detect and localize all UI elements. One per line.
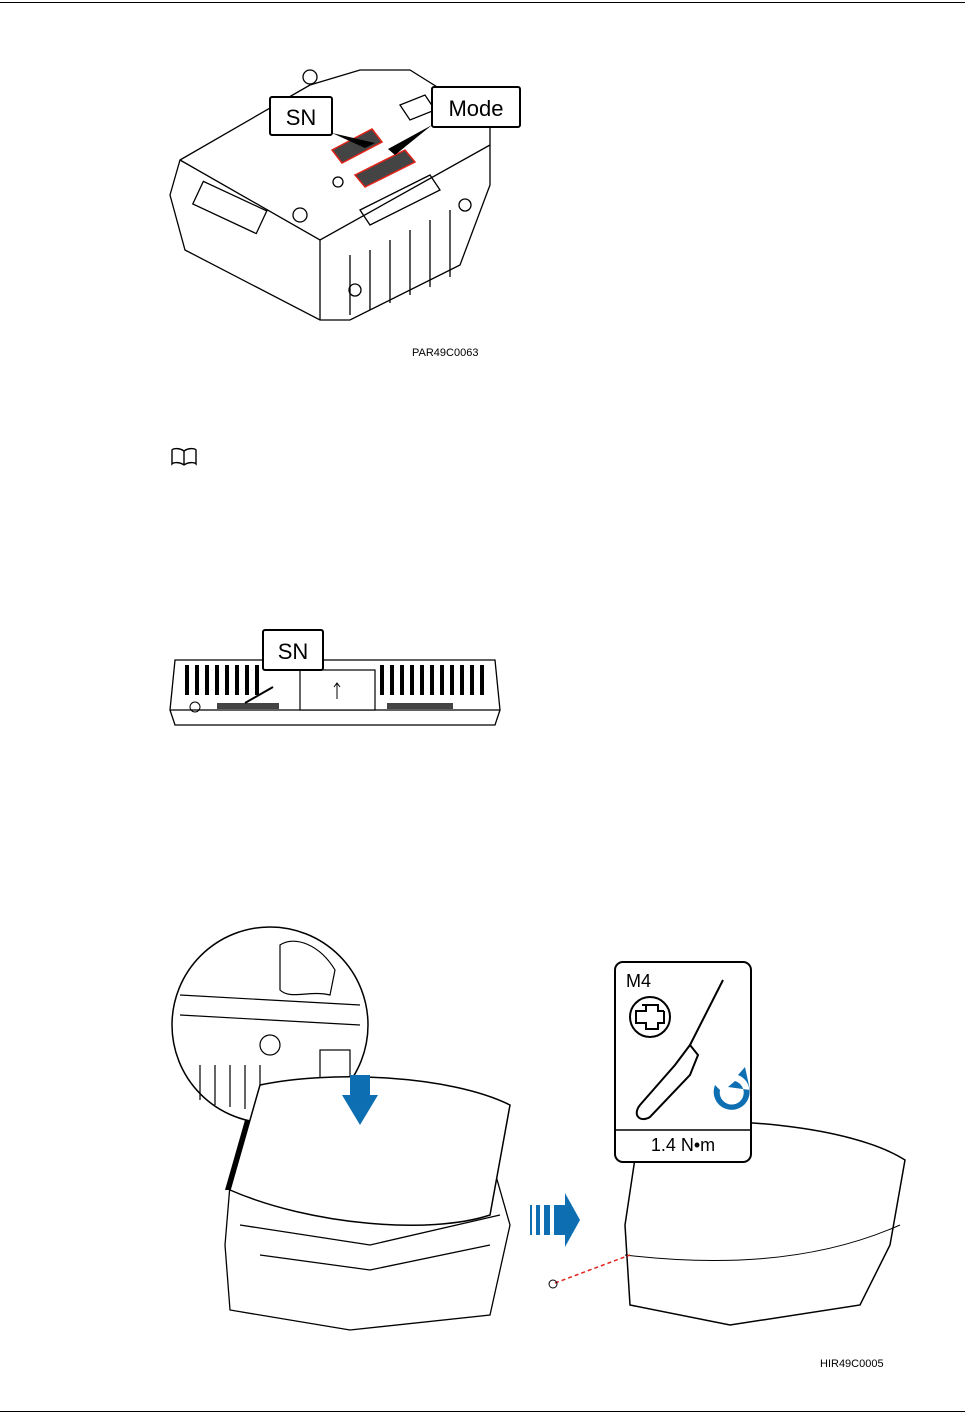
figure3-code: HIR49C0005 bbox=[820, 1358, 884, 1370]
figure1-code: PAR49C0063 bbox=[412, 347, 478, 359]
screw-size-label: M4 bbox=[626, 971, 651, 991]
callout-mode-label: Mode bbox=[448, 96, 503, 121]
footer-rule bbox=[0, 1411, 965, 1412]
figure-device-side-label: SN bbox=[165, 625, 505, 735]
header-rule bbox=[0, 2, 965, 3]
callout-sn-label: SN bbox=[278, 639, 309, 664]
callout-sn-label: SN bbox=[286, 105, 317, 130]
figure-cover-installation: M4 1.4 N•m bbox=[170, 925, 915, 1335]
torque-label: 1.4 N•m bbox=[651, 1135, 715, 1155]
figure-device-bottom-labels: SN Mode bbox=[160, 65, 540, 335]
book-icon bbox=[170, 447, 198, 467]
